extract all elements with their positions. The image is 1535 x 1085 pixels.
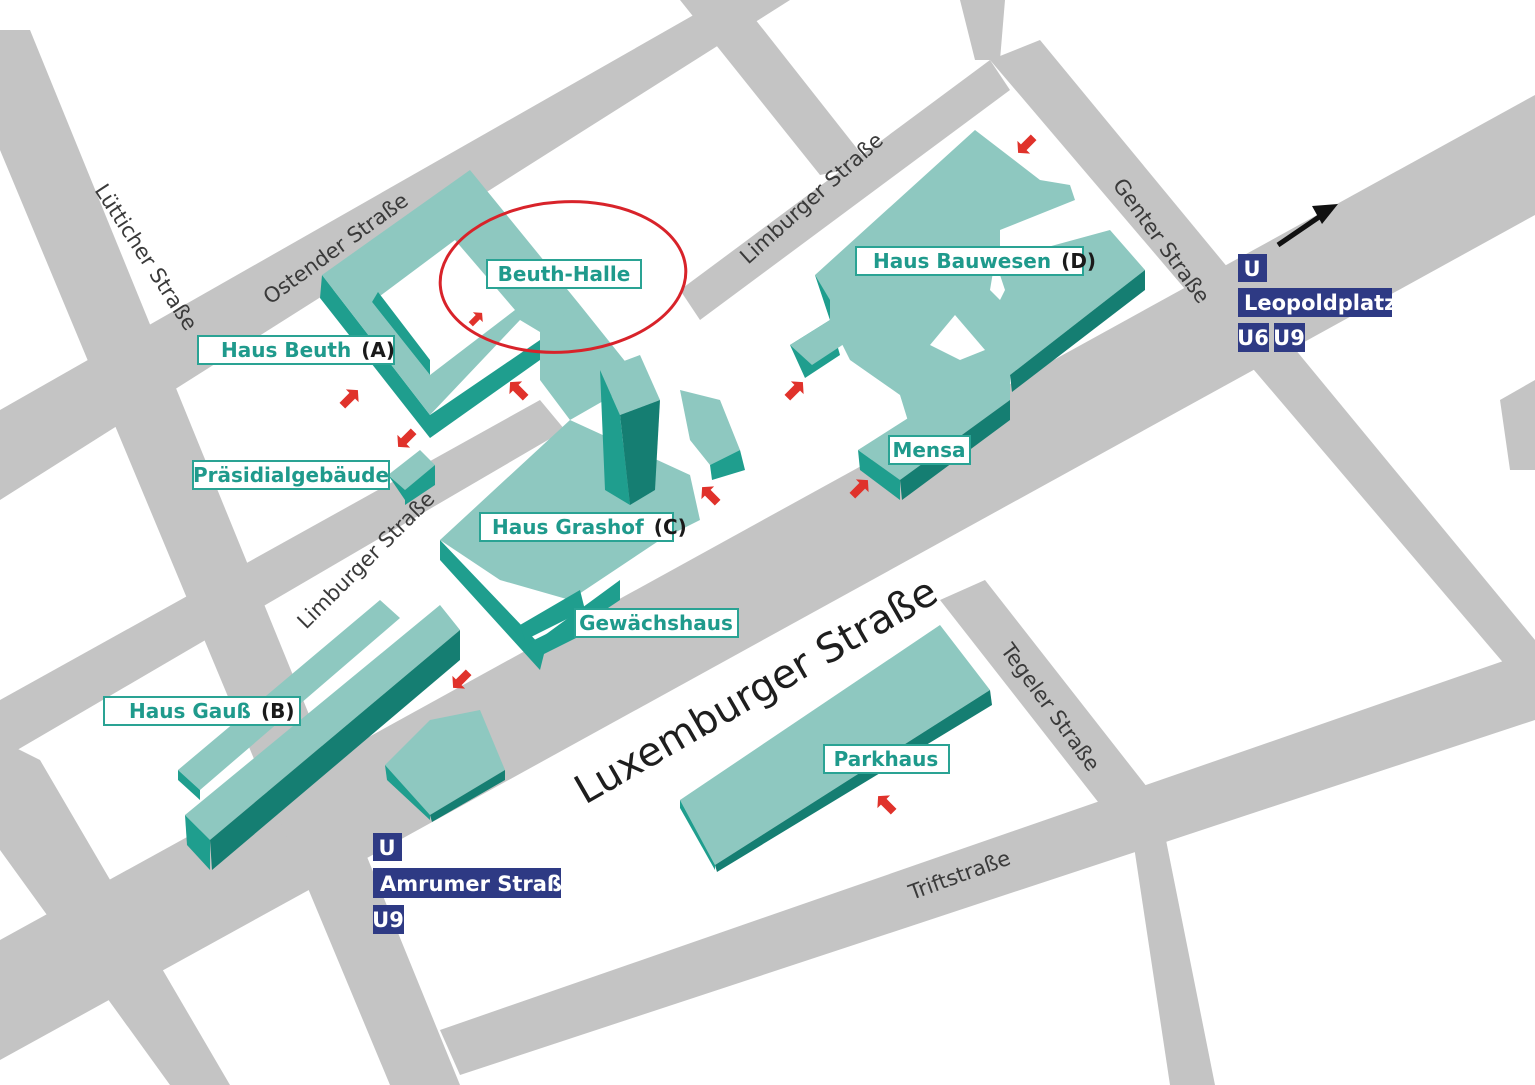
label-haus-beuth: Haus Beuth (A) — [197, 335, 395, 365]
entrance-arrow-icon — [452, 669, 472, 689]
label-mensa-text: Mensa — [892, 438, 965, 462]
label-haus-grashof-name: Haus Grashof — [492, 515, 644, 539]
label-parkhaus-text: Parkhaus — [834, 747, 939, 771]
entrance-arrow-icon — [784, 381, 804, 401]
transit-amrumer-u: U — [378, 836, 395, 860]
entrance-arrow-icon — [849, 479, 869, 499]
transit-amrumer-name: Amrumer Straße — [380, 872, 576, 896]
road-trift — [440, 650, 1535, 1075]
transit-amrumer: U Amrumer Straße U9 — [372, 833, 576, 934]
road-lower-right — [1130, 810, 1215, 1085]
label-haus-beuth-name: Haus Beuth — [221, 338, 351, 362]
road-luettich — [0, 30, 460, 1085]
building-haus-bauwesen — [790, 130, 1145, 460]
svg-text:Haus Beuth (A): Haus Beuth (A) — [221, 338, 395, 362]
label-haus-grashof: Haus Grashof (C) — [479, 512, 687, 542]
label-haus-gauss-name: Haus Gauß — [129, 699, 251, 723]
entrance-arrow-icon — [339, 389, 359, 409]
entrance-arrow-icon — [468, 312, 483, 327]
road-top-right — [960, 0, 1005, 60]
transit-amrumer-line-1: U9 — [372, 908, 404, 932]
label-praesidial-text: Präsidialgebäude — [193, 463, 389, 487]
label-haus-bauwesen-code: (D) — [1061, 249, 1096, 273]
label-haus-gauss-code: (B) — [261, 699, 295, 723]
road-luxemburger — [0, 95, 1535, 1060]
label-beuth-halle: Beuth-Halle — [486, 259, 642, 289]
label-haus-bauwesen-name: Haus Bauwesen — [873, 249, 1051, 273]
road-left-lower — [0, 740, 230, 1085]
entrance-arrow-icon — [509, 381, 529, 401]
svg-text:Haus Bauwesen (D): Haus Bauwesen (D) — [873, 249, 1096, 273]
entrance-arrow-icon — [1017, 134, 1037, 154]
building-praesidial — [388, 450, 435, 505]
svg-text:Haus Gauß (B): Haus Gauß (B) — [129, 699, 295, 723]
label-parkhaus: Parkhaus — [823, 744, 950, 774]
road-right-edge — [1500, 380, 1535, 470]
entrance-arrows — [339, 134, 1037, 815]
building-haus-grashof — [440, 305, 745, 670]
label-haus-beuth-code: (A) — [361, 338, 395, 362]
road-top-left — [680, 0, 870, 175]
highlight-circle — [438, 200, 688, 354]
road-tegeler — [940, 580, 1165, 830]
entrance-arrow-icon — [397, 428, 417, 448]
road-limburger-top — [680, 60, 1010, 320]
entrance-arrow-icon — [877, 795, 897, 815]
label-haus-gauss: Haus Gauß (B) — [103, 696, 301, 726]
label-beuth-halle-text: Beuth-Halle — [498, 262, 631, 286]
building-haus-gauss — [178, 600, 505, 870]
transit-leopoldplatz-line-2: U9 — [1273, 326, 1305, 350]
transit-leopoldplatz: U Leopoldplatz U6 U9 — [1237, 254, 1396, 352]
label-haus-bauwesen: Haus Bauwesen (D) — [855, 246, 1096, 276]
svg-text:Haus Grashof (C): Haus Grashof (C) — [492, 515, 687, 539]
label-haus-grashof-code: (C) — [654, 515, 687, 539]
entrance-arrow-icon — [701, 486, 721, 506]
transit-leopoldplatz-u: U — [1243, 257, 1260, 281]
label-gewaechshaus-text: Gewächshaus — [579, 611, 733, 635]
direction-arrow-icon — [1276, 204, 1338, 248]
transit-leopoldplatz-line-1: U6 — [1237, 326, 1269, 350]
label-praesidial: Präsidialgebäude — [192, 460, 390, 490]
transit-leopoldplatz-name: Leopoldplatz — [1244, 291, 1396, 315]
road-genter — [990, 40, 1535, 700]
label-mensa: Mensa — [888, 435, 971, 465]
label-gewaechshaus: Gewächshaus — [574, 608, 739, 638]
